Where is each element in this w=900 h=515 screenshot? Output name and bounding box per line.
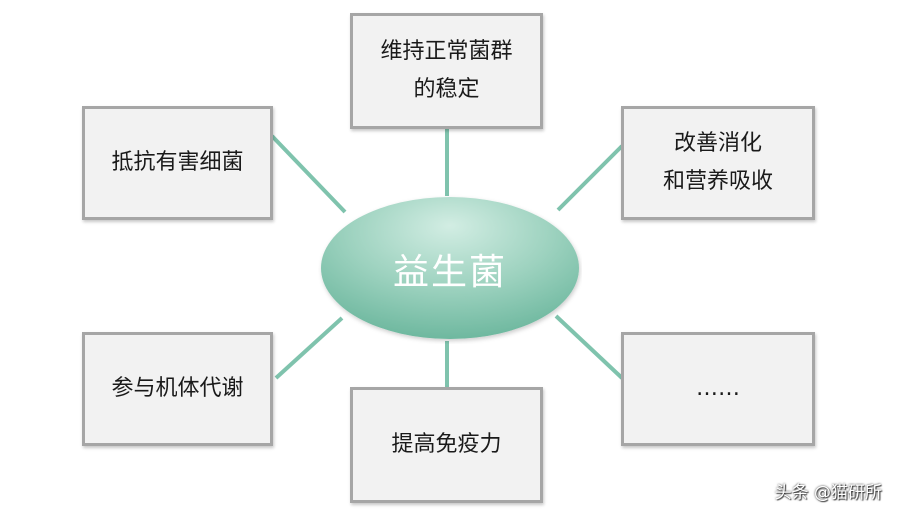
box-resist: 抵抗有害细菌 — [82, 106, 273, 220]
center-node: 益生菌 — [318, 194, 582, 344]
box-digest: 改善消化 和营养吸收 — [621, 106, 815, 220]
watermark: 头条 @猫研所 — [774, 483, 882, 503]
connector-top-right — [556, 144, 624, 212]
connector-top-left — [270, 134, 347, 214]
box-more: …… — [621, 332, 815, 446]
connector-bottom-right — [554, 314, 624, 380]
box-immunity: 提高免疫力 — [350, 387, 543, 503]
center-ellipse — [321, 197, 579, 339]
connector-bottom-left — [274, 316, 344, 380]
center-label: 益生菌 — [392, 252, 507, 293]
box-balance: 维持正常菌群 的稳定 — [350, 13, 543, 129]
box-metabolism: 参与机体代谢 — [82, 332, 273, 446]
